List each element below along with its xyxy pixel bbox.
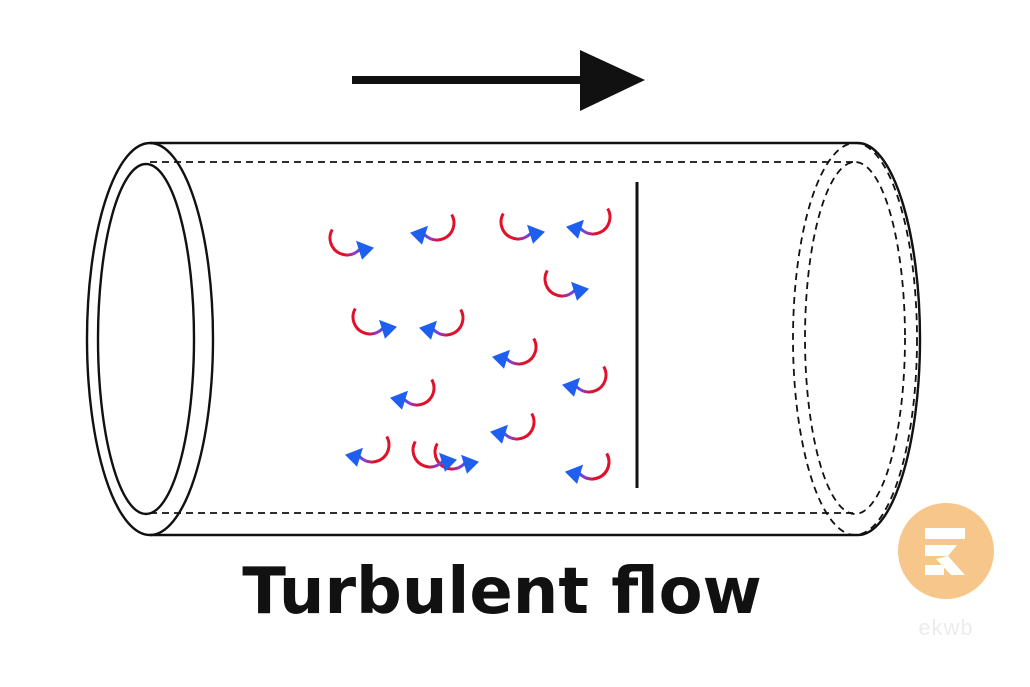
eddy-arrow-icon (411, 440, 457, 472)
eddy-arrow-icon (328, 228, 374, 260)
eddy-arrow-icon (345, 435, 391, 467)
eddy-arrowhead (345, 447, 363, 467)
pipe-outer-wall (150, 141, 922, 537)
eddy-arrowhead (562, 377, 580, 397)
pipe-near-end-outer (85, 141, 215, 537)
eddy-arrowhead (492, 349, 510, 369)
pipe (85, 141, 922, 537)
eddy-arrowhead (565, 464, 583, 484)
pipe-far-end-inner (804, 161, 906, 515)
eddy-arrowhead (410, 225, 428, 245)
eddy-arrow-icon (410, 213, 456, 245)
eddy-arrow-icon (351, 307, 397, 339)
eddy-arrow-icon (490, 412, 536, 444)
logo-mark-icon (925, 528, 965, 575)
eddy-group (328, 207, 612, 484)
eddy-arrowhead (571, 281, 589, 301)
pipe-near-end-inner (96, 162, 196, 516)
eddy-arrowhead (490, 424, 508, 444)
eddy-arrowhead (390, 390, 408, 410)
eddy-arrow-icon (543, 269, 589, 301)
eddy-arrowhead (379, 319, 397, 339)
diagram-caption: Turbulent flow (242, 555, 761, 629)
pipe-inner-wall (150, 161, 855, 514)
eddy-arrowhead (566, 219, 584, 239)
eddy-arrow-icon (565, 452, 611, 484)
flow-direction-arrow (352, 50, 645, 111)
eddy-arrow-icon (562, 365, 608, 397)
eddy-arrow-icon (390, 378, 436, 410)
logo-wordmark: ekwb (918, 615, 973, 640)
pipe-far-end-outer (792, 142, 918, 536)
eddy-arrowhead (439, 452, 457, 472)
eddy-arrow-icon (566, 207, 612, 239)
eddy-arrowhead (356, 240, 374, 260)
eddy-arrow-icon (492, 337, 538, 369)
ekwb-logo: ekwb (898, 503, 994, 640)
eddy-arrow-icon (499, 212, 545, 244)
eddy-arrow-icon (419, 308, 465, 340)
eddy-arrowhead (527, 224, 545, 244)
eddy-arrowhead (461, 454, 479, 474)
eddy-arrowhead (419, 320, 437, 340)
